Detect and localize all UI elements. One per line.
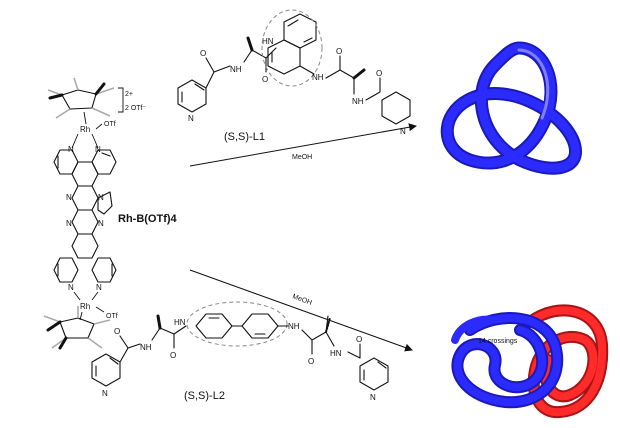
l1-o-4: O <box>376 69 382 78</box>
l1-o-1: O <box>200 49 206 58</box>
n-atom-2: N <box>95 145 101 154</box>
trefoil-tube <box>442 43 580 173</box>
n-atom-1: N <box>68 145 74 154</box>
link-knot <box>451 304 609 419</box>
central-core: N N N N <box>66 185 113 235</box>
l1-nh-2: NH <box>312 73 324 82</box>
solvent-label-bottom: MeOH <box>291 293 312 306</box>
blue-tube <box>453 314 562 407</box>
l1-hn-1: HN <box>262 37 274 46</box>
l2-hn-2: HN <box>330 349 342 358</box>
l1-o-3: O <box>336 47 342 56</box>
phenanthroline-top: N N <box>53 145 117 187</box>
ligand-l2-label: (S,S)-L2 <box>184 390 225 402</box>
trefoil-knot <box>440 41 582 175</box>
counterion-label: 2 OTf⁻ <box>125 105 147 112</box>
l2-hn-1: HN <box>174 318 186 327</box>
l1-pyridine-n-right: N <box>400 127 406 136</box>
l1-highlight-ellipse <box>261 9 323 87</box>
l2-o-4: O <box>356 335 362 344</box>
l2-biphenyl <box>195 313 279 339</box>
phenanthroline-bottom: N N <box>53 233 117 292</box>
l2-nh-2: NH <box>288 322 300 331</box>
l1-naphthalene <box>267 13 317 75</box>
n-atom-7: N <box>68 283 74 292</box>
n-atom-3: N <box>66 193 72 202</box>
l2-pyridine-n-right: N <box>370 393 376 402</box>
trefoil-highlight <box>517 48 550 120</box>
charge-bracket <box>118 87 124 113</box>
ligand-l1-label: (S,S)-L1 <box>224 131 265 143</box>
l2-o-1: O <box>114 327 120 336</box>
n-atom-4: N <box>66 219 72 228</box>
n-atom-5: N <box>98 193 104 202</box>
l1-pyridine-n-left: N <box>188 114 194 123</box>
solvent-label-top: MeOH <box>292 154 312 161</box>
l2-nh-1: NH <box>140 343 152 352</box>
n-atom-6: N <box>98 219 104 228</box>
l1-nh-3: NH <box>352 97 364 106</box>
cp-star-top <box>47 77 115 119</box>
otf-top: OTf <box>104 121 116 128</box>
l1-nh-1: NH <box>230 65 242 74</box>
cp-star-bottom <box>43 306 111 350</box>
l1-o-2: O <box>262 75 268 84</box>
l2-pyridine-n-left: N <box>102 389 108 398</box>
complex-label: Rh-B(OTf)4 <box>118 213 178 225</box>
reaction-arrow-top <box>189 123 417 167</box>
rh-bottom: Rh <box>80 302 90 311</box>
charge-label: 2+ <box>125 91 133 98</box>
n-atom-8: N <box>96 283 102 292</box>
otf-bottom: OTf <box>106 313 118 320</box>
reaction-arrow-bottom <box>189 269 413 352</box>
ligand-l1-structure: N O NH O HN NH O NH O N <box>177 9 411 136</box>
crossings-label: 14 crossings <box>478 338 518 345</box>
l2-highlight-ellipse <box>186 301 288 347</box>
rh-complex-structure: 2+ 2 OTf⁻ Rh OTf N N N N N N Rh-B(OTf)4 <box>43 77 178 350</box>
l2-o-3: O <box>308 357 314 366</box>
rh-top: Rh <box>80 125 90 134</box>
ligand-l2-structure: N O NH O HN NH O HN O N <box>91 301 389 402</box>
l2-o-2: O <box>170 351 176 360</box>
